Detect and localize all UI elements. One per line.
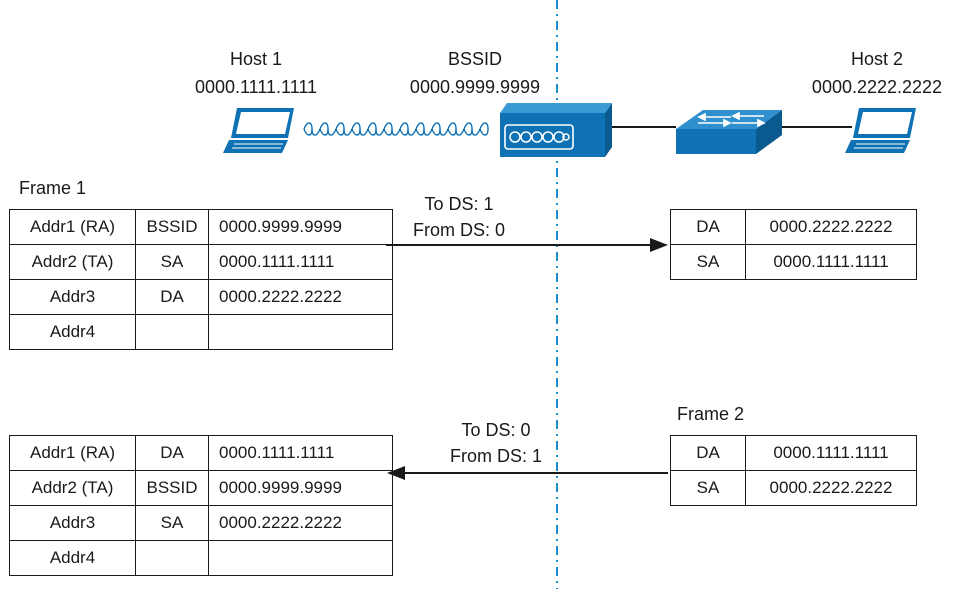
value-cell: 0000.2222.2222 [208,505,393,541]
field-cell: Addr3 [9,279,136,315]
value-cell: 0000.2222.2222 [745,209,917,245]
role-cell: SA [670,244,746,280]
host2-mac: 0000.2222.2222 [811,77,943,97]
role-cell [135,314,209,350]
frame2-arrow [387,466,668,480]
field-cell: Addr3 [9,505,136,541]
frame2-address-table: Addr1 (RA) DA 0000.1111.1111 Addr2 (TA) … [9,435,393,576]
table-row: Addr2 (TA) SA 0000.1111.1111 [9,244,393,280]
table-row: SA 0000.2222.2222 [670,470,917,506]
frame1-arrow [386,238,668,252]
ap-name: BSSID [447,49,503,69]
frame1-from-ds: From DS: 0 [412,220,506,240]
field-cell: Addr2 (TA) [9,470,136,506]
role-cell: DA [135,279,209,315]
value-cell: 0000.2222.2222 [745,470,917,506]
role-cell [135,540,209,576]
role-cell: SA [135,244,209,280]
table-row: DA 0000.2222.2222 [670,209,917,245]
frame2-title: Frame 2 [677,404,745,424]
table-row: Addr3 SA 0000.2222.2222 [9,505,393,541]
ap-mac: 0000.9999.9999 [409,77,541,97]
laptop-icon-host1 [223,108,294,153]
table-row: DA 0000.1111.1111 [670,435,917,471]
role-cell: SA [135,505,209,541]
host1-mac: 0000.1111.1111 [194,77,318,97]
value-cell: 0000.1111.1111 [745,435,917,471]
frame1-to-ds: To DS: 1 [424,194,494,214]
frame2-input-table: DA 0000.1111.1111 SA 0000.2222.2222 [670,435,917,506]
table-row: Addr1 (RA) DA 0000.1111.1111 [9,435,393,471]
role-cell: BSSID [135,470,209,506]
frame1-address-table: Addr1 (RA) BSSID 0000.9999.9999 Addr2 (T… [9,209,393,350]
role-cell: DA [670,435,746,471]
value-cell: 0000.1111.1111 [208,435,393,471]
access-point-icon [500,103,612,157]
host1-name: Host 1 [229,49,283,69]
role-cell: DA [670,209,746,245]
table-row: Addr2 (TA) BSSID 0000.9999.9999 [9,470,393,506]
frame1-title: Frame 1 [19,178,87,198]
field-cell: Addr1 (RA) [9,209,136,245]
role-cell: DA [135,435,209,471]
table-row: Addr3 DA 0000.2222.2222 [9,279,393,315]
table-row: SA 0000.1111.1111 [670,244,917,280]
role-cell: SA [670,470,746,506]
frame2-from-ds: From DS: 1 [449,446,543,466]
role-cell: BSSID [135,209,209,245]
field-cell: Addr2 (TA) [9,244,136,280]
wireless-signal-icon [303,122,489,136]
field-cell: Addr1 (RA) [9,435,136,471]
laptop-icon-host2 [845,108,916,153]
host2-name: Host 2 [850,49,904,69]
frame1-output-table: DA 0000.2222.2222 SA 0000.1111.1111 [670,209,917,280]
table-row: Addr4 [9,540,393,576]
value-cell: 0000.2222.2222 [208,279,393,315]
table-row: Addr4 [9,314,393,350]
value-cell: 0000.9999.9999 [208,470,393,506]
frame2-to-ds: To DS: 0 [461,420,531,440]
value-cell: 0000.1111.1111 [745,244,917,280]
value-cell: 0000.9999.9999 [208,209,393,245]
field-cell: Addr4 [9,540,136,576]
value-cell [208,540,393,576]
field-cell: Addr4 [9,314,136,350]
switch-icon [676,110,782,154]
value-cell [208,314,393,350]
value-cell: 0000.1111.1111 [208,244,393,280]
table-row: Addr1 (RA) BSSID 0000.9999.9999 [9,209,393,245]
